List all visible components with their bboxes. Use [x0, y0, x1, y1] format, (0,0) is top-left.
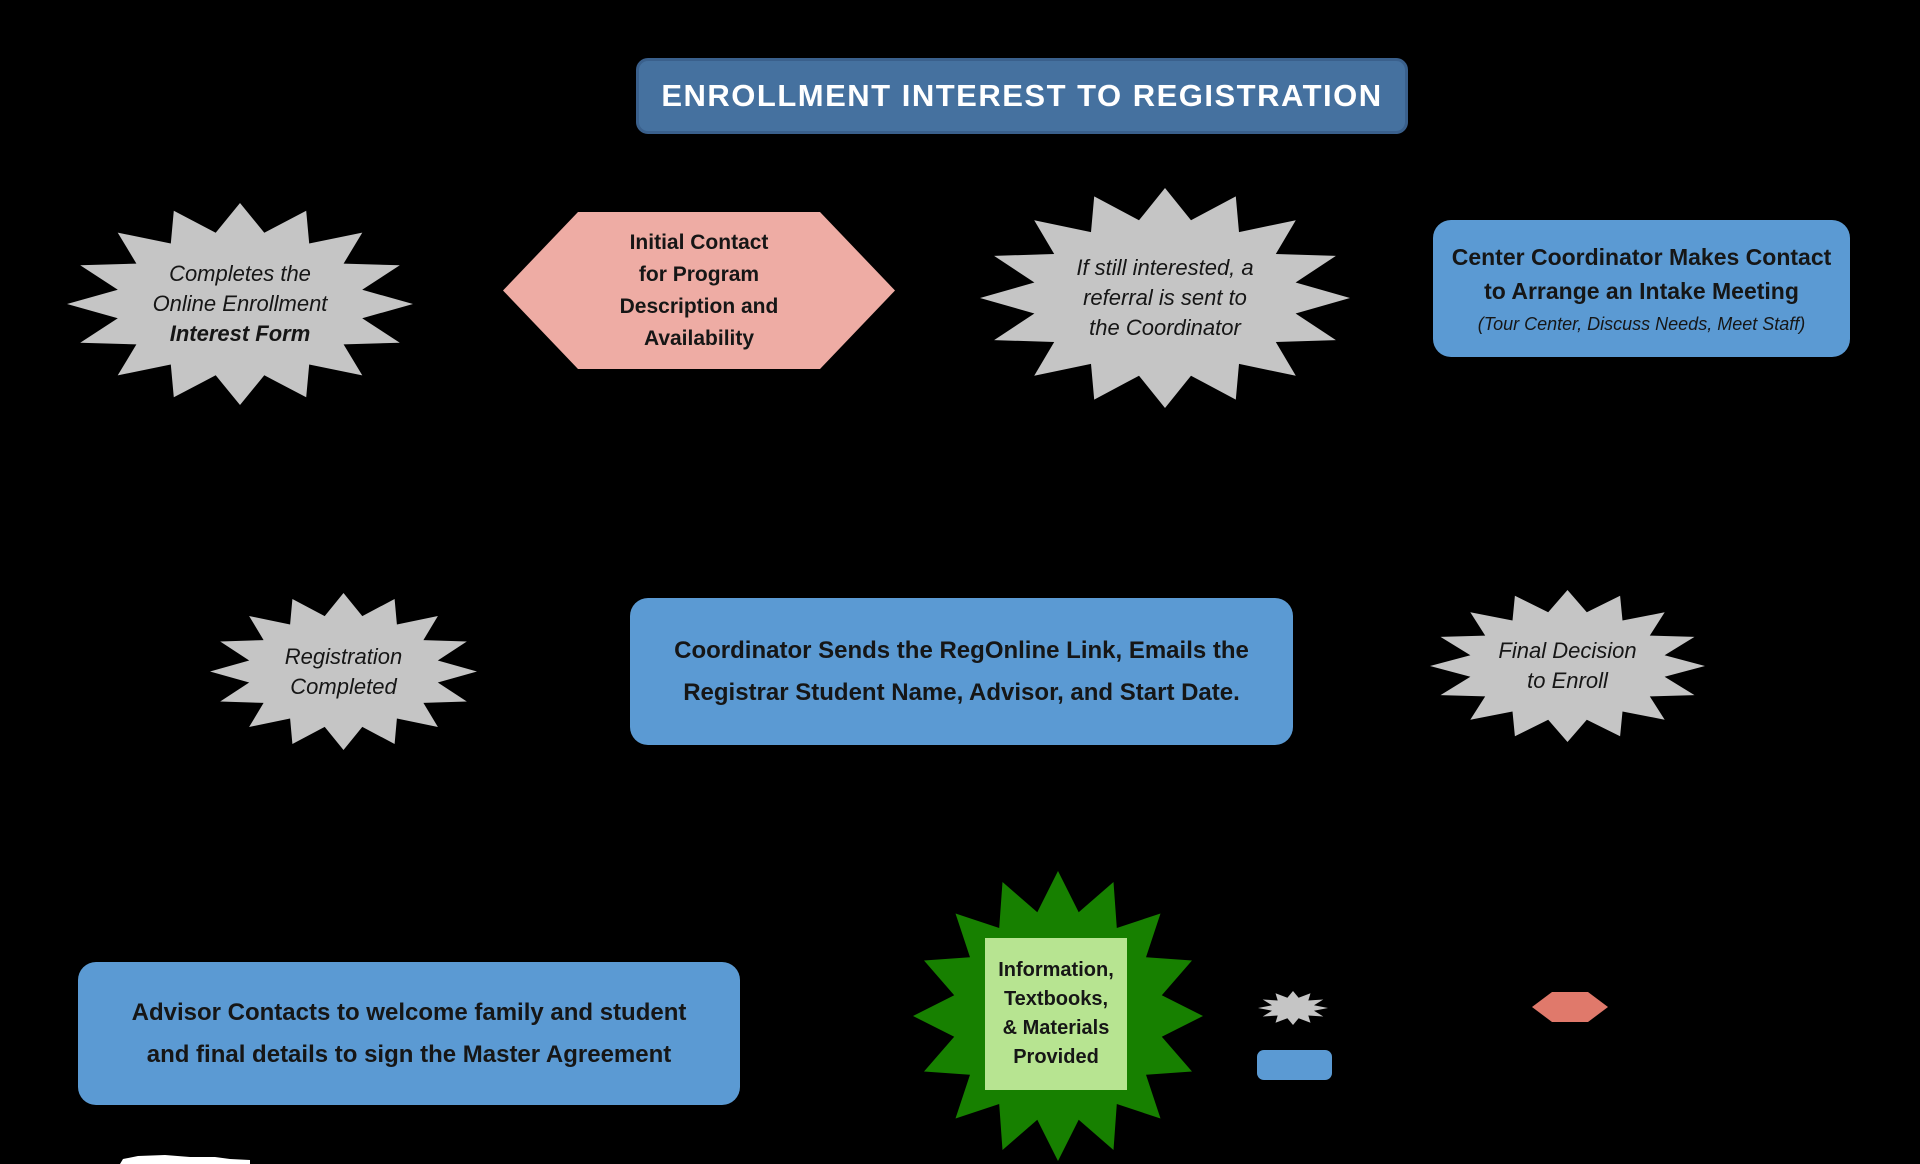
starburst-final-decision: Final Decision to Enroll [1430, 590, 1705, 742]
bottom-edge-fragment [120, 1155, 250, 1164]
node-text-line: to Arrange an Intake Meeting [1484, 278, 1799, 304]
starburst-materials-provided: Information, Textbooks, & Materials Prov… [913, 871, 1203, 1161]
node-text-line: Interest Form [169, 321, 311, 346]
node-text-line: referral is sent to [1083, 285, 1247, 310]
legend-rectangle-icon [1257, 1050, 1332, 1080]
node-text-line: Center Coordinator Makes Contact [1451, 244, 1832, 270]
starburst-shape-icon [210, 593, 477, 750]
legend-starburst-icon [1258, 991, 1328, 1025]
legend-hexagon-icon [1532, 992, 1608, 1022]
node-text-line: Availability [643, 326, 755, 350]
node-text-line: If still interested, a [1076, 255, 1254, 280]
node-text-line: Registrar Student Name, Advisor, and Sta… [683, 678, 1240, 706]
node-text-line: Initial Contact [629, 230, 769, 254]
box-regonline-link: Coordinator Sends the RegOnline Link, Em… [630, 598, 1293, 745]
hexagon-initial-contact: Initial Contact for Program Description … [503, 212, 895, 369]
node-text-line: for Program [638, 262, 760, 286]
hexagon-shape-icon [503, 212, 895, 369]
starburst-shape-icon [1258, 991, 1328, 1025]
node-text-line: Information, [998, 959, 1114, 981]
materials-square: Information, Textbooks, & Materials Prov… [985, 938, 1127, 1090]
node-text-line: Advisor Contacts to welcome family and s… [131, 998, 687, 1026]
node-text-line: Description and [619, 294, 779, 318]
starburst-shape-icon [1430, 590, 1705, 742]
starburst-shape-icon [980, 188, 1350, 408]
box-intake-meeting: Center Coordinator Makes Contact to Arra… [1433, 220, 1850, 357]
node-text-line: Coordinator Sends the RegOnline Link, Em… [674, 636, 1249, 664]
starburst-interest-form: Completes the Online Enrollment Interest… [67, 203, 413, 405]
page-title-bar: ENROLLMENT INTEREST TO REGISTRATION [636, 58, 1408, 134]
node-text-line: Completed [290, 673, 397, 699]
page-title: ENROLLMENT INTEREST TO REGISTRATION [661, 78, 1383, 113]
node-text-line: the Coordinator [1089, 315, 1241, 340]
box-advisor-welcome: Advisor Contacts to welcome family and s… [78, 962, 740, 1105]
node-text-line: Final Decision [1498, 638, 1637, 663]
node-text-line: to Enroll [1527, 668, 1608, 693]
node-text-line: Provided [1013, 1046, 1099, 1068]
node-text-note: (Tour Center, Discuss Needs, Meet Staff) [1477, 314, 1806, 334]
node-text-line: Registration [284, 643, 403, 669]
node-text-line: & Materials [1002, 1017, 1110, 1039]
starburst-registration-completed: Registration Completed [210, 593, 477, 750]
node-text-line: and final details to sign the Master Agr… [146, 1040, 672, 1068]
node-text-line: Online Enrollment [152, 291, 328, 316]
hexagon-shape-icon [1532, 992, 1608, 1022]
starburst-shape-icon [67, 203, 413, 405]
node-text-line: Completes the [169, 261, 311, 286]
node-text-line: Textbooks, [1003, 988, 1109, 1010]
starburst-referral: If still interested, a referral is sent … [980, 188, 1350, 408]
